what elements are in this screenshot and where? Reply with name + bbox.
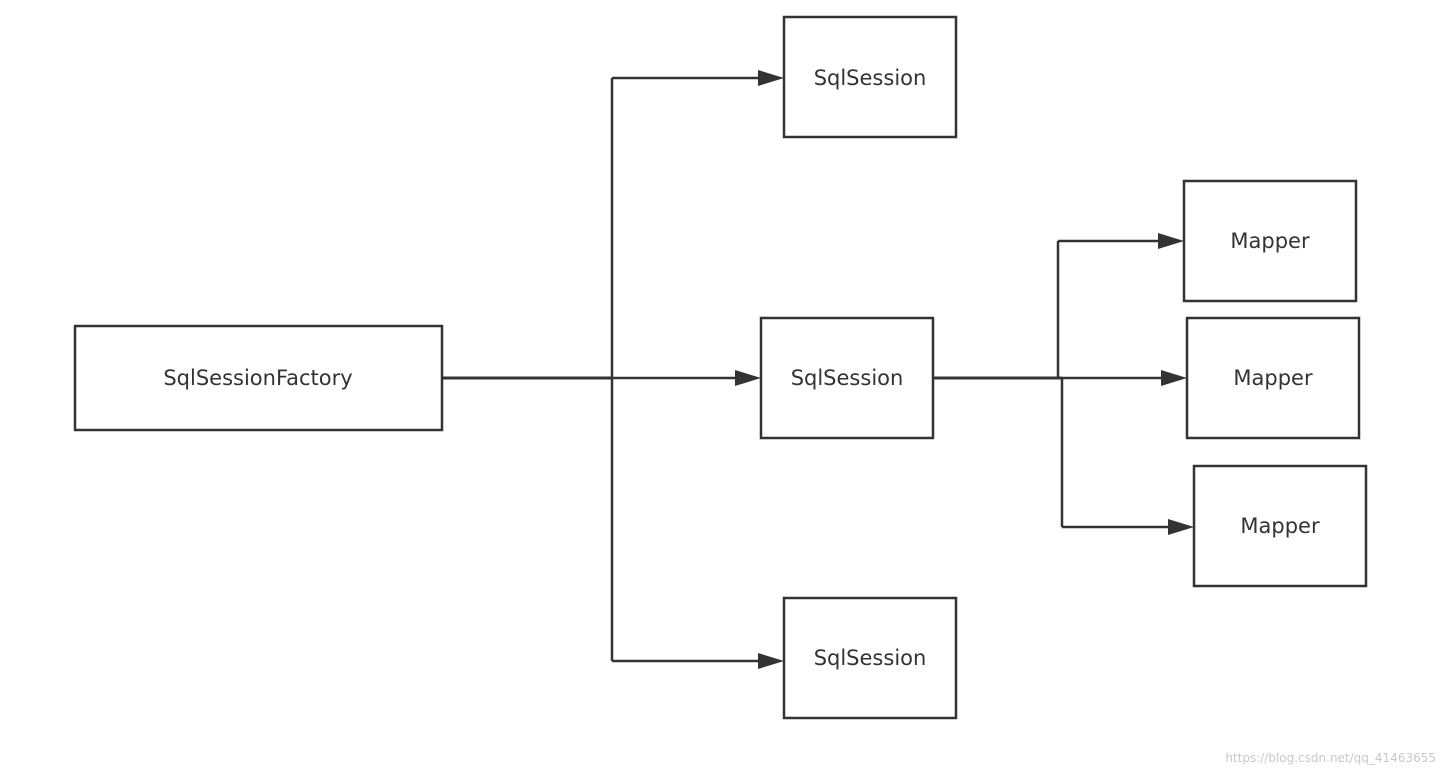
node-sql-session-bottom: SqlSession xyxy=(782,596,958,720)
node-label: SqlSession xyxy=(814,646,927,670)
node-sql-session-factory: SqlSessionFactory xyxy=(73,324,444,432)
watermark-text: https://blog.csdn.net/qq_41463655 xyxy=(1225,751,1436,765)
node-label: SqlSessionFactory xyxy=(163,366,352,390)
session-connectors xyxy=(933,233,1194,535)
node-box xyxy=(782,15,958,139)
node-label: Mapper xyxy=(1230,229,1310,253)
node-box xyxy=(1185,316,1361,440)
arrowhead-mapper-middle xyxy=(1161,370,1187,386)
node-box xyxy=(782,596,958,720)
node-label: SqlSession xyxy=(791,366,904,390)
arrowhead-mapper-bottom xyxy=(1168,519,1194,535)
node-label: Mapper xyxy=(1240,514,1320,538)
node-mapper-top: Mapper xyxy=(1182,179,1358,303)
node-label: SqlSession xyxy=(814,66,927,90)
arrowhead-session-middle xyxy=(735,370,761,386)
node-box xyxy=(1182,179,1358,303)
node-sql-session-top: SqlSession xyxy=(782,15,958,139)
node-sql-session-middle: SqlSession xyxy=(759,316,935,440)
node-label: Mapper xyxy=(1233,366,1313,390)
factory-connectors xyxy=(442,70,784,669)
node-box xyxy=(1192,464,1368,588)
node-mapper-bottom: Mapper xyxy=(1192,464,1368,588)
arrowhead-mapper-top xyxy=(1158,233,1184,249)
arrowhead-session-bottom xyxy=(758,653,784,669)
arrowhead-session-top xyxy=(758,70,784,86)
node-box xyxy=(73,324,444,432)
node-mapper-middle: Mapper xyxy=(1185,316,1361,440)
node-box xyxy=(759,316,935,440)
